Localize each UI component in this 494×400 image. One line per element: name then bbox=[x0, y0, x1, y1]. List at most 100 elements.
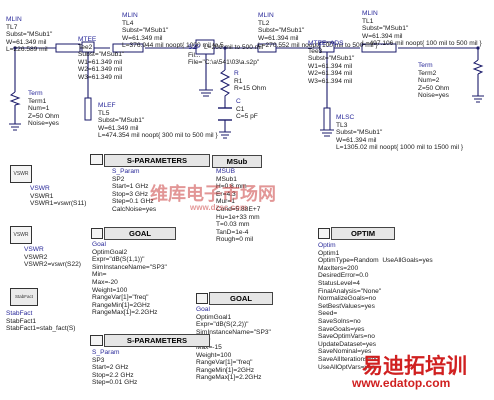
component-term1[interactable]: Term Term1 Num=1 Z=50 Ohm Noise=yes bbox=[28, 90, 59, 128]
component-tee-left[interactable]: MTEE Tee2 Subst="MSub1" W1=61.349 mil W2… bbox=[78, 36, 124, 82]
component-stabfact[interactable]: StabFact StabFact1 StabFact1=stab_fact(S… bbox=[6, 310, 75, 333]
optim-finalanalysis: FinalAnalysis="None" bbox=[318, 287, 382, 295]
goal2-expr: Expr="dB(S(1,1))" bbox=[92, 256, 145, 264]
component-tl2[interactable]: MLIN TL2 Subst="MSub1" W=61.394 mil L=27… bbox=[258, 12, 378, 50]
optim-icon bbox=[318, 228, 330, 239]
r1-value: R=15 Ohm bbox=[234, 85, 267, 93]
tl3-subst: Subst="MSub1" bbox=[336, 129, 383, 137]
goal1-max: Max=-15 bbox=[196, 343, 222, 351]
sparams-2-header[interactable]: S-PARAMETERS bbox=[104, 334, 210, 347]
component-s2p[interactable]: S2P Fil... File="C:\a\541\03\a.s2p" bbox=[188, 44, 259, 67]
stabfact-icon: StabFact bbox=[10, 288, 38, 306]
msub-header[interactable]: MSub bbox=[212, 155, 262, 168]
msub-tand: TanD=1e-4 bbox=[216, 228, 249, 236]
tl4-length: L=376.944 mil noopt{ 1000 mil to 5 bbox=[122, 42, 224, 50]
tl5-id: TL5 bbox=[98, 109, 110, 117]
goal1-weight: Weight=100 bbox=[196, 351, 232, 359]
sp2-step: Step=0.1 GHz bbox=[112, 198, 154, 206]
tee-left-w3: W3=61.349 mil bbox=[78, 73, 123, 81]
tl2-subst: Subst="MSub1" bbox=[258, 27, 305, 35]
optim-updatedataset: UpdateDataset=yes bbox=[318, 340, 377, 348]
msub-h: H=0.8 mm bbox=[216, 183, 247, 191]
tl3-width: W=61.394 mil bbox=[336, 136, 377, 144]
vswr2-type: VSWR bbox=[24, 246, 44, 253]
tl3-id: TL3 bbox=[336, 121, 348, 129]
optim-id: Optim1 bbox=[318, 249, 340, 257]
tee-left-subst: Subst="MSub1" bbox=[78, 51, 125, 59]
sp3-id: SP3 bbox=[92, 356, 105, 364]
optim-useallvars: UseAllOptVars=yes bbox=[318, 363, 375, 371]
term2-type: Term bbox=[418, 62, 433, 69]
component-vswr1[interactable]: VSWR VSWR1 VSWR1=vswr(S11) bbox=[30, 185, 86, 208]
optim-type: Optim bbox=[318, 242, 336, 249]
component-tl3[interactable]: MLSC TL3 Subst="MSub1" W=61.394 mil L=13… bbox=[336, 114, 463, 152]
vswr-2-icon: VSWR bbox=[10, 226, 32, 244]
vswr1-expr: VSWR1=vswr(S11) bbox=[30, 200, 87, 208]
sp3-start: Start=2 GHz bbox=[92, 364, 129, 372]
tl7-type: MLIN bbox=[6, 16, 22, 23]
optim-seed: Seed= bbox=[318, 310, 338, 318]
goal2-weight: Weight=100 bbox=[92, 286, 128, 294]
sparams-1-header[interactable]: S-PARAMETERS bbox=[104, 154, 210, 167]
goal2-type: Goal bbox=[92, 241, 106, 248]
s2p-id: Fil... bbox=[188, 51, 201, 59]
tee-left-w1: W1=61.349 mil bbox=[78, 58, 123, 66]
goal2-rangemax: RangeMax[1]=2.2GHz bbox=[92, 309, 158, 317]
optim-statuslevel: StatusLevel=4 bbox=[318, 279, 360, 287]
component-term2[interactable]: Term Term2 Num=2 Z=50 Ohm Noise=yes bbox=[418, 62, 449, 100]
msub-er: Er=4.3 bbox=[216, 190, 236, 198]
term2-num: Num=2 bbox=[418, 77, 440, 85]
c1-type: C bbox=[236, 98, 241, 105]
term2-noise: Noise=yes bbox=[418, 92, 449, 100]
component-sp2[interactable]: S_Param SP2 Start=1 GHz Stop=3 GHz Step=… bbox=[112, 168, 156, 214]
tl2-type: MLIN bbox=[258, 12, 274, 19]
sparams-2-icon bbox=[90, 335, 103, 346]
goal2-rangemin: RangeMin[1]=2GHz bbox=[92, 301, 151, 309]
tl2-length: L=270.552 mil noopt{ 100 mil to 500 mil … bbox=[258, 42, 378, 50]
component-tee-ads[interactable]: MTEE_ADS Tee3 Subst="MSub1" W1=61.394 mi… bbox=[308, 40, 354, 86]
goal-1-header[interactable]: GOAL bbox=[104, 227, 176, 240]
tl7-subst: Subst="MSub1" bbox=[6, 31, 53, 39]
component-tl7[interactable]: MLIN TL7 Subst="MSub1" W=61.349 mil L=22… bbox=[6, 16, 52, 54]
watermark-top-url: www.dzsc.com bbox=[190, 203, 248, 212]
optim-desirederror: DesiredError=0.0 bbox=[318, 272, 369, 280]
sp2-type: S_Param bbox=[112, 168, 140, 175]
tl1-subst: Subst="MSub1" bbox=[362, 25, 409, 33]
term1-num: Num=1 bbox=[28, 105, 50, 113]
sp3-type: S_Param bbox=[92, 349, 120, 356]
optim-header[interactable]: OPTIM bbox=[331, 227, 395, 240]
tee-ads-w2: W2=61.394 mil bbox=[308, 70, 353, 78]
term2-impedance: Z=50 Ohm bbox=[418, 84, 450, 92]
tl4-width: W=61.349 mil bbox=[122, 34, 163, 42]
component-vswr2[interactable]: VSWR VSWR2 VSWR2=vswr(S22) bbox=[24, 246, 81, 269]
tl4-type: MLIN bbox=[122, 12, 138, 19]
tl5-subst: Subst="MSub1" bbox=[98, 117, 145, 125]
sparams-icon bbox=[90, 154, 103, 165]
tl4-id: TL4 bbox=[122, 19, 134, 27]
component-msub[interactable]: MSUB MSub1 H=0.8 mm Er=4.3 Mur=1 Cond=5.… bbox=[216, 168, 260, 244]
term2-id: Term2 bbox=[418, 69, 437, 77]
component-optim[interactable]: Optim Optim1 OptimType=Random UseAllGoal… bbox=[318, 242, 433, 371]
s2p-type: S2P bbox=[188, 44, 201, 51]
tl3-length: L=1305.02 mil noopt{ 1000 mil to 1500 mi… bbox=[336, 144, 464, 152]
sp3-stop: Stop=2.2 GHz bbox=[92, 371, 134, 379]
term1-type: Term bbox=[28, 90, 43, 97]
tee-left-type: MTEE bbox=[78, 36, 97, 43]
msub-t: T=0.03 mm bbox=[216, 221, 250, 229]
component-tl4[interactable]: MLIN TL4 Subst="MSub1" W=61.349 mil L=37… bbox=[122, 12, 224, 50]
component-sp3[interactable]: S_Param SP3 Start=2 GHz Stop=2.2 GHz Ste… bbox=[92, 349, 137, 387]
tl5-length: L=474.354 mil noopt{ 300 mil to 500 mil … bbox=[98, 132, 218, 140]
component-tl5[interactable]: MLEF TL5 Subst="MSub1" W=61.349 mil L=47… bbox=[98, 102, 218, 140]
goal-2-header[interactable]: GOAL bbox=[209, 292, 273, 305]
component-optimgoal2[interactable]: Goal OptimGoal2 Expr="dB(S(1,1))" SimIns… bbox=[92, 241, 167, 317]
component-tl1[interactable]: MLIN TL1 Subst="MSub1" W=61.394 mil L=49… bbox=[362, 10, 482, 48]
goal-2-icon bbox=[196, 293, 208, 304]
component-optimgoal1[interactable]: Goal OptimGoal1 Expr="dB(S(2,2))" SimIns… bbox=[196, 306, 271, 382]
component-r1[interactable]: R R1 R=15 Ohm bbox=[234, 70, 266, 93]
tl4-subst: Subst="MSub1" bbox=[122, 27, 169, 35]
vswr-1-icon: VSWR bbox=[10, 165, 32, 183]
component-c1[interactable]: C C1 C=5 pF bbox=[236, 98, 258, 121]
optim-maxiters: MaxIters=200 bbox=[318, 264, 359, 272]
tl1-id: TL1 bbox=[362, 17, 374, 25]
